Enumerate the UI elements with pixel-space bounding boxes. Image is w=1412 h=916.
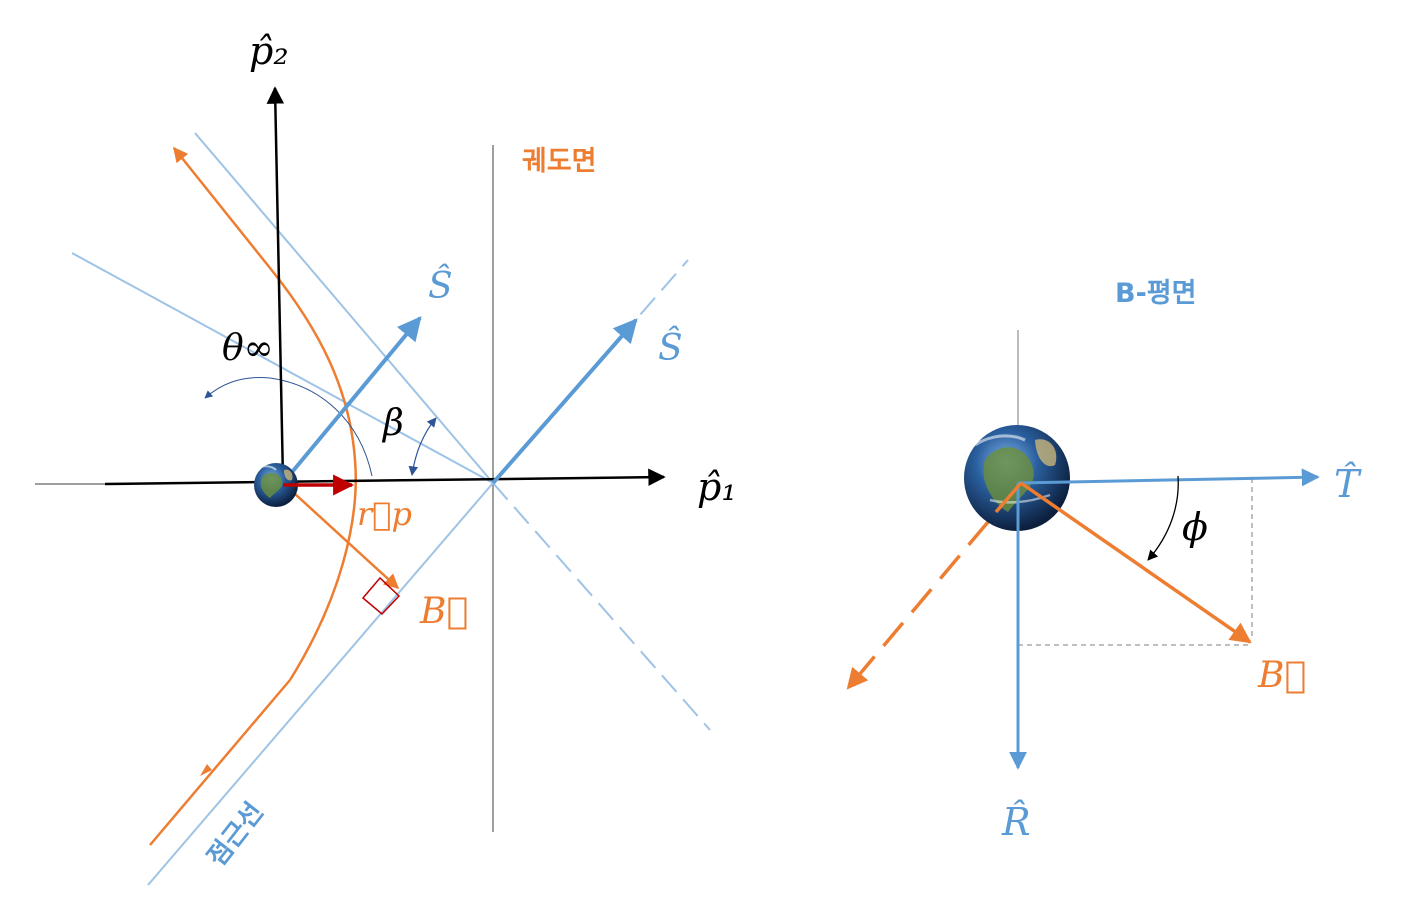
right-angle-mark xyxy=(361,576,401,616)
beta-arc xyxy=(408,417,437,476)
s-hat-vector-2 xyxy=(491,318,638,485)
theta-inf-label: θ∞ xyxy=(222,328,274,369)
p1-axis xyxy=(104,468,666,486)
b-vector-dashed xyxy=(846,520,990,690)
hyperbola-trajectory xyxy=(269,267,357,681)
phi-label: ϕ xyxy=(1182,505,1208,549)
b-vector-right xyxy=(1020,481,1252,644)
dashed-line-lower xyxy=(492,482,711,731)
rp-label: r⃗p xyxy=(357,495,412,533)
outgoing-trajectory xyxy=(173,146,271,269)
right-panel: B-평면 T̂ R̂ ϕ B⃗ xyxy=(846,278,1362,844)
parallel-line-a xyxy=(194,132,494,484)
t-hat-label: T̂ xyxy=(1334,462,1362,506)
left-panel: 궤도면 p̂₂ p̂₁ Ŝ Ŝ θ∞ β r⃗p B⃗ 점근선 xyxy=(35,29,737,886)
asymptote-label: 점근선 xyxy=(202,797,270,872)
beta-label: β xyxy=(381,403,404,444)
incoming-arrowhead xyxy=(200,764,212,776)
orbital-plane-title: 궤도면 xyxy=(522,146,597,177)
b-vector-stub xyxy=(994,481,1023,514)
b-vector xyxy=(282,482,400,590)
r-hat-label: R̂ xyxy=(1001,800,1031,844)
earth-left xyxy=(254,463,298,507)
asymptote-line xyxy=(147,482,494,886)
theta-inf-arc xyxy=(204,376,373,477)
s-hat-label-2: Ŝ xyxy=(658,327,683,369)
p1-label: p̂₁ xyxy=(697,465,737,509)
p2-axis xyxy=(266,86,285,481)
b-plane-title: B-평면 xyxy=(1115,278,1196,309)
b-vector-label-right: B⃗ xyxy=(1257,655,1306,696)
t-hat-axis xyxy=(1017,468,1320,487)
s-hat-vector xyxy=(281,316,422,485)
phi-arc xyxy=(1147,475,1179,561)
earth-right xyxy=(964,425,1070,531)
s-hat-label: Ŝ xyxy=(428,265,453,307)
incoming-trajectory xyxy=(149,679,291,846)
b-vector-label: B⃗ xyxy=(419,591,468,632)
p2-label: p̂₂ xyxy=(249,29,289,73)
